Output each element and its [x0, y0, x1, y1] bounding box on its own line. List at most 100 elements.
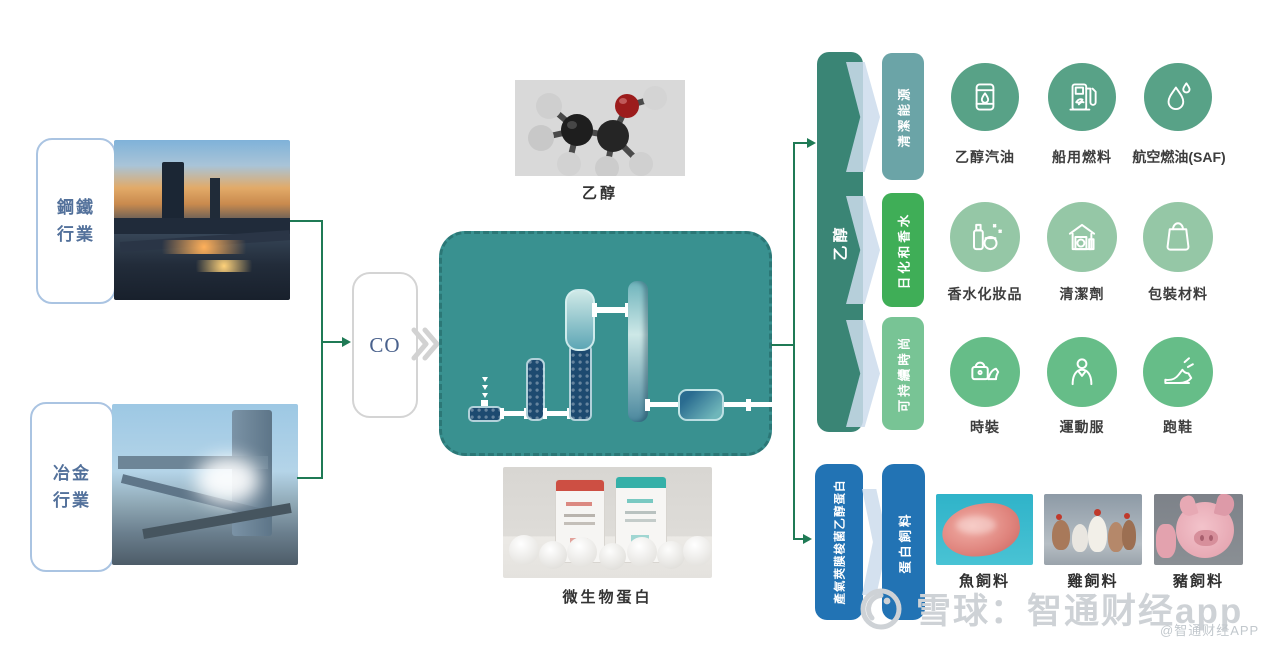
category-bar-fashion: 可持續時尚 — [882, 317, 924, 430]
category-bar-daily-chemicals: 日化和香水 — [882, 193, 924, 307]
arrow-into-co — [342, 337, 351, 347]
column-small — [526, 358, 545, 421]
category-label-clean-energy: 清潔能源 — [897, 85, 912, 148]
microbial-protein-photo — [503, 467, 712, 578]
aviation-fuel-label: 航空燃油(SAF) — [1132, 149, 1226, 165]
pouch-red-logo — [566, 502, 592, 506]
sportswear-icon — [1071, 358, 1093, 386]
fashion-label: 時裝 — [970, 419, 1000, 435]
line-metallurgy-to-junction — [297, 477, 322, 479]
chicken-feed-photo — [1044, 494, 1142, 565]
running-shoe-circle — [1143, 337, 1213, 407]
piglet-behind — [1156, 524, 1176, 558]
powder-mound-7 — [683, 536, 712, 566]
comb-1 — [1056, 514, 1062, 520]
pouch-red-band — [556, 480, 604, 491]
fish-feed-photo — [936, 494, 1033, 565]
metallurgy-industry-box: 冶金 行業 — [30, 402, 114, 572]
sportswear-label: 運動服 — [1059, 419, 1105, 435]
line-steel-to-junction — [290, 220, 322, 222]
powder-mound-2 — [539, 541, 567, 569]
steam-plume — [196, 456, 260, 504]
plant-lights-glow — [144, 240, 264, 254]
protein-feed-bar-label: 蛋白飼料 — [898, 510, 913, 574]
clostridium-protein-bar: 產氣莢膜梭菌乙醇蛋白 — [815, 464, 863, 620]
chicken-1 — [1052, 520, 1070, 550]
flange-4a — [645, 399, 650, 411]
pouch-teal-text2 — [625, 519, 656, 522]
feed-arrow-down-2 — [482, 385, 488, 390]
perfume-cosmetics-label: 香水化妝品 — [947, 286, 1023, 302]
flange-2a — [543, 408, 547, 419]
watermark-brand-text: 雪球：智通财经app — [916, 592, 1244, 631]
packaging-circle — [1143, 202, 1213, 272]
marine-fuel-circle — [1048, 63, 1116, 131]
steel-industry-label-line1: 鋼鐵 — [57, 198, 95, 217]
clostridium-protein-bar-label: 產氣莢膜梭菌乙醇蛋白 — [834, 479, 846, 605]
feed-arrow-down-1 — [482, 377, 488, 382]
chicken-4 — [1108, 522, 1124, 552]
powder-mound-3 — [567, 537, 597, 567]
blast-furnace-silhouette — [162, 162, 184, 226]
flange-5a — [746, 399, 751, 411]
pouch-teal-band — [616, 477, 666, 488]
column-medium-dome — [565, 289, 595, 351]
fermentation-process-box — [439, 231, 772, 456]
fuel-drops-icon — [1167, 82, 1191, 110]
comb-3 — [1124, 513, 1130, 519]
pig-ear-right — [1213, 494, 1237, 518]
powder-mound-4 — [599, 543, 626, 570]
line-to-ethanol-bar — [793, 142, 808, 144]
cleaning-appliance-icon — [1068, 223, 1096, 251]
fuel-pump-leaf-icon — [1069, 83, 1097, 111]
steel-industry-label-line2: 行業 — [57, 225, 95, 244]
pig-nostril-right — [1209, 535, 1213, 541]
distillation-column-tall — [628, 281, 648, 422]
metallurgy-industry-label-line1: 冶金 — [53, 464, 91, 483]
fashion-circle — [950, 337, 1020, 407]
aviation-fuel-circle — [1144, 63, 1212, 131]
flange-3b — [625, 303, 630, 317]
ethanol-gasoline-circle — [951, 63, 1019, 131]
fish-highlight — [956, 516, 996, 534]
product-tank — [678, 389, 724, 421]
metallurgy-plant-photo — [112, 404, 298, 565]
powder-mound-5 — [627, 537, 657, 567]
pouch-red-text1 — [564, 514, 595, 517]
watermark-corner-text: @智通财经APP — [1160, 623, 1260, 638]
running-shoe-icon — [1164, 357, 1194, 384]
packaging-label: 包裝材料 — [1148, 286, 1208, 302]
pipe-1 — [502, 411, 528, 416]
microbial-protein-label: 微生物蛋白 — [562, 589, 653, 606]
flange-3a — [592, 303, 597, 317]
ethanol-gasoline-label: 乙醇汽油 — [955, 149, 1015, 165]
line-to-protein-bar — [793, 538, 804, 540]
pipe-4 — [648, 402, 678, 407]
comb-2 — [1094, 509, 1101, 516]
chimney-silhouette — [210, 178, 220, 230]
ethanol-molecule-label: 乙醇 — [581, 185, 618, 202]
ethanol-molecule-image — [515, 80, 685, 176]
marine-fuel-label: 船用燃料 — [1052, 149, 1112, 165]
ethanol-output-bar: 乙醇 — [817, 52, 863, 432]
co-label: CO — [369, 332, 401, 357]
feed-arrow-down-3 — [482, 393, 488, 398]
metallurgy-industry-label-line2: 行業 — [53, 491, 91, 510]
sportswear-circle — [1047, 337, 1117, 407]
category-label-daily-chemicals: 日化和香水 — [897, 211, 912, 289]
steel-industry-box: 鋼鐵 行業 — [36, 138, 116, 304]
flange-1a — [500, 408, 504, 419]
running-shoe-label: 跑鞋 — [1163, 419, 1193, 435]
detergent-circle — [1047, 202, 1117, 272]
line-process-out — [771, 344, 794, 346]
watermark: 雪球：智通财经app — [858, 583, 1243, 634]
pig-snout — [1194, 530, 1218, 546]
pipe-2 — [545, 411, 571, 416]
chicken-feed-label: 雞飼料 — [1067, 573, 1119, 590]
co-box: CO — [352, 272, 418, 418]
chicken-5 — [1122, 520, 1136, 550]
pouch-red-text2 — [564, 522, 595, 525]
steel-plant-photo — [114, 140, 290, 300]
packaging-bag-icon — [1166, 222, 1190, 251]
